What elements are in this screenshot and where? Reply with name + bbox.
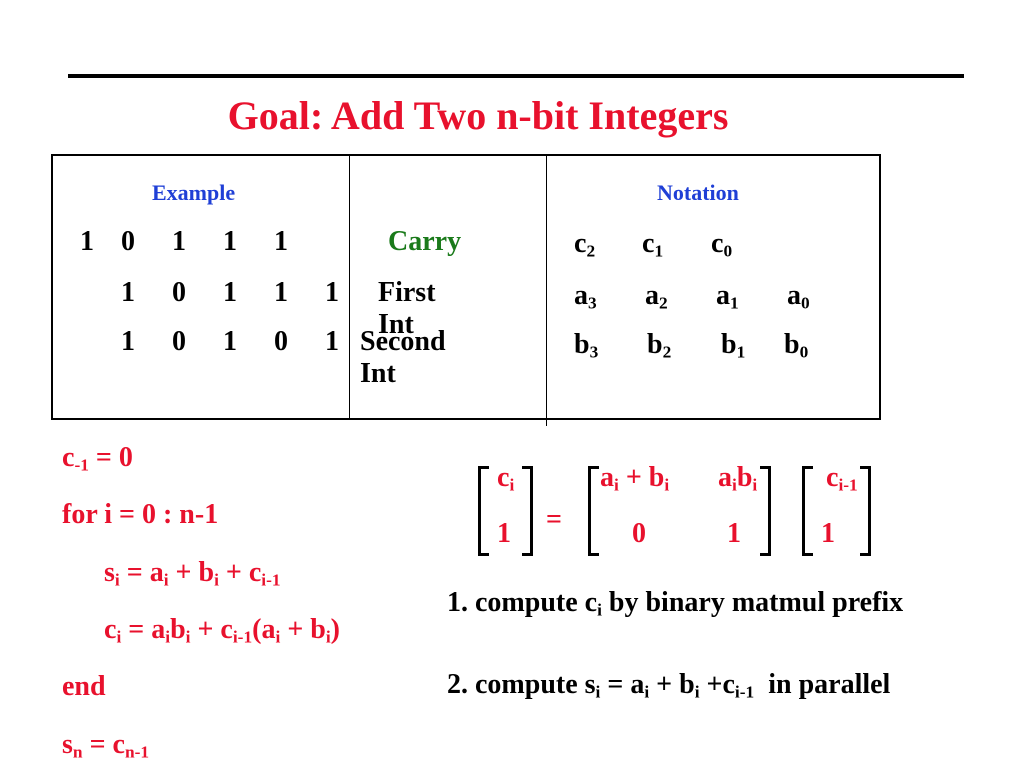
second-bit: 0 xyxy=(274,326,288,357)
first-int-label: First Int xyxy=(378,277,436,340)
code-sum-line: si = ai + bi + ci-1 xyxy=(104,557,281,590)
code-for-line: for i = 0 : n-1 xyxy=(62,499,219,530)
notation-term: b3 xyxy=(574,329,599,362)
example-table xyxy=(51,154,881,420)
carry-bit: 1 xyxy=(274,226,288,257)
first-bit: 1 xyxy=(223,277,237,308)
second-bit: 0 xyxy=(172,326,186,357)
top-rule xyxy=(68,74,964,78)
carry-label: Carry xyxy=(388,226,462,257)
code-final-line: sn = cn-1 xyxy=(62,729,150,762)
lhs-top: ci xyxy=(497,462,515,495)
step-1: 1. compute ci by binary matmul prefix xyxy=(447,587,904,620)
notation-term: c0 xyxy=(711,228,733,261)
code-carry-line: ci = aibi + ci-1(ai + bi) xyxy=(104,614,340,647)
equals-sign: = xyxy=(546,504,562,535)
notation-term: a3 xyxy=(574,280,597,313)
code-end-line: end xyxy=(62,671,106,702)
first-bit: 1 xyxy=(274,277,288,308)
table-divider-2 xyxy=(546,154,547,426)
left-vector-bracket-right xyxy=(522,466,533,556)
carry-bit: 0 xyxy=(121,226,135,257)
notation-term: b1 xyxy=(721,329,746,362)
matrix-entry-22: 1 xyxy=(727,518,741,549)
left-vector-bracket-left xyxy=(478,466,489,556)
notation-term: a2 xyxy=(645,280,668,313)
notation-term: c1 xyxy=(642,228,664,261)
rhs-vector-bottom: 1 xyxy=(821,518,835,549)
carry-bit: 1 xyxy=(172,226,186,257)
matrix-bracket-right xyxy=(760,466,771,556)
second-bit: 1 xyxy=(223,326,237,357)
notation-term: a1 xyxy=(716,280,739,313)
notation-term: b0 xyxy=(784,329,809,362)
second-int-label: Second Int xyxy=(360,326,446,389)
matrix-entry-11: ai + bi xyxy=(600,462,670,495)
carry-bit: 1 xyxy=(80,226,94,257)
table-divider-1 xyxy=(349,154,350,418)
right-vector-bracket-left xyxy=(802,466,813,556)
matrix-bracket-left xyxy=(588,466,599,556)
second-bit: 1 xyxy=(121,326,135,357)
carry-bit: 1 xyxy=(223,226,237,257)
first-bit: 1 xyxy=(121,277,135,308)
code-init-line: c-1 = 0 xyxy=(62,442,133,475)
first-bit: 1 xyxy=(325,277,339,308)
first-bit: 0 xyxy=(172,277,186,308)
right-vector-bracket-right xyxy=(860,466,871,556)
example-header: Example xyxy=(152,180,236,205)
second-bit: 1 xyxy=(325,326,339,357)
notation-header: Notation xyxy=(657,180,739,205)
notation-term: b2 xyxy=(647,329,672,362)
lhs-bottom: 1 xyxy=(497,518,511,549)
matrix-entry-12: aibi xyxy=(718,462,758,495)
rhs-vector-top: ci-1 xyxy=(826,462,858,495)
notation-term: a0 xyxy=(787,280,810,313)
page-title: Goal: Add Two n-bit Integers xyxy=(227,93,729,138)
step-2: 2. compute si = ai + bi +ci-1 in paralle… xyxy=(447,669,891,702)
notation-term: c2 xyxy=(574,228,596,261)
matrix-entry-21: 0 xyxy=(632,518,646,549)
